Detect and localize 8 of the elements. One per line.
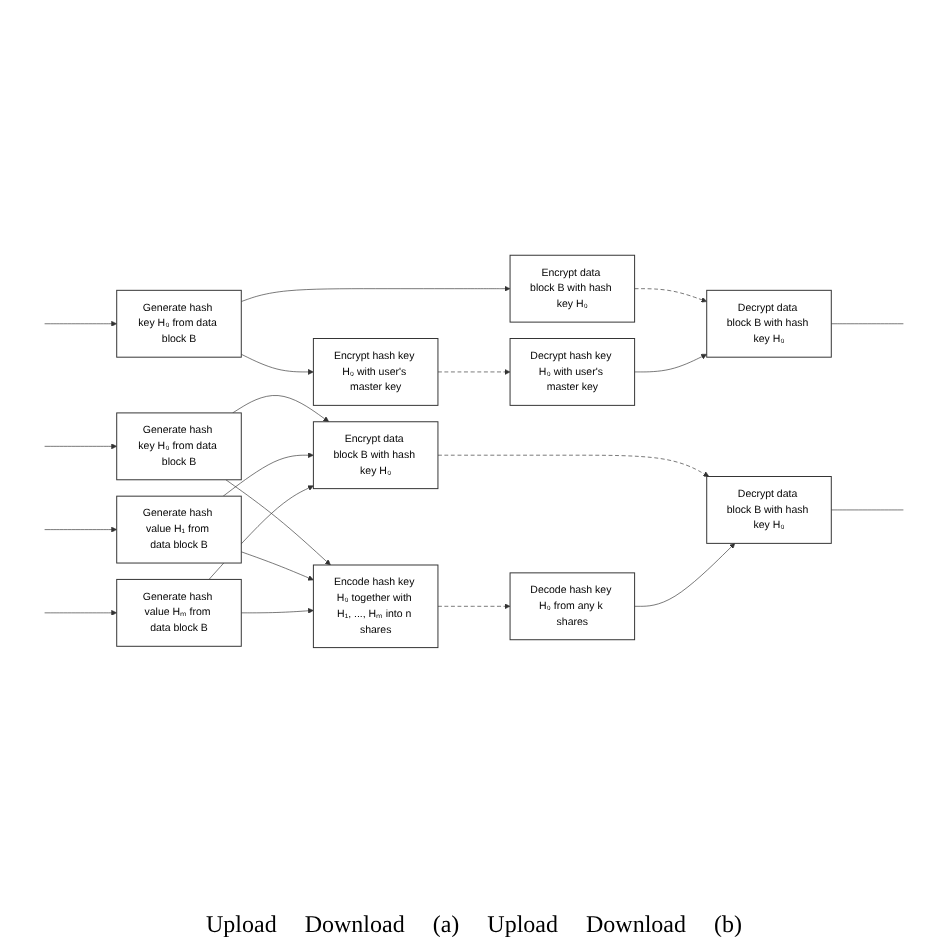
label-text: Upload — [487, 910, 558, 940]
label-text: (b) — [713, 910, 742, 940]
label-text: Upload — [206, 910, 277, 940]
label-text: (a) — [432, 910, 460, 940]
label-text: Download — [304, 910, 405, 940]
label-text: Download — [585, 910, 686, 940]
connector — [830, 323, 904, 324]
connector — [830, 509, 904, 510]
